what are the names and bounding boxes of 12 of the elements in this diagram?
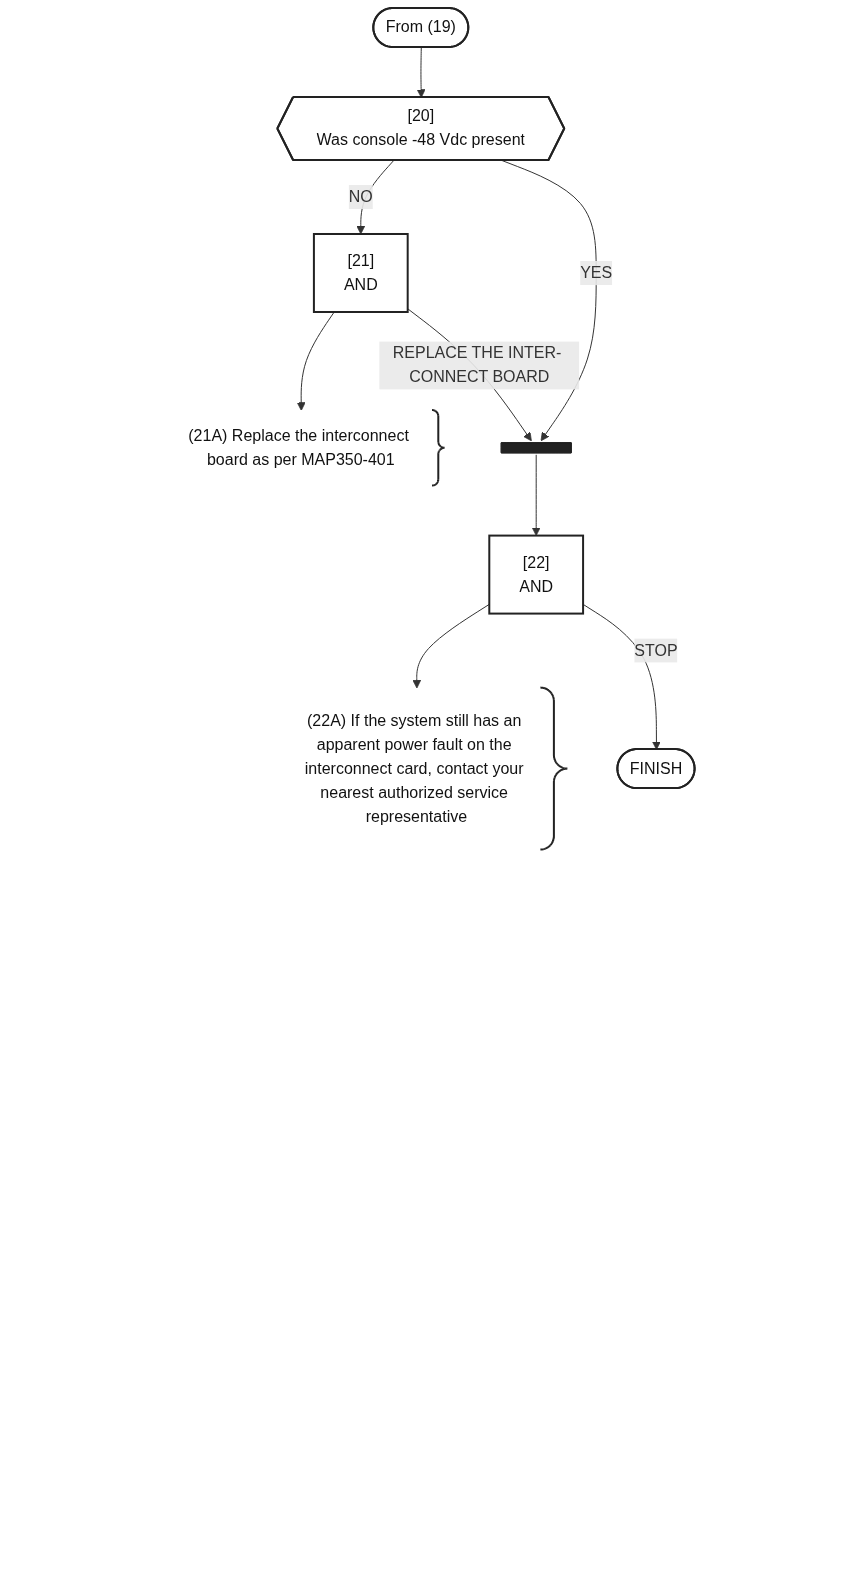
node-text: (22A) If the system still has an apparent power fault on the interconnect card, contact your nearest authorized service representative [304, 711, 524, 825]
arrow [412, 603, 490, 689]
edge-label: STOP [634, 641, 678, 659]
edge-label: NO [349, 188, 373, 205]
node-box: [21] AND [313, 233, 409, 313]
edge-label: YES [580, 263, 613, 281]
arrow [416, 47, 426, 98]
node-text: (21A) Replace the interconnect board as per MAP350-401 [188, 426, 410, 468]
arrow [297, 311, 335, 411]
node-box: [22] AND [488, 534, 585, 615]
arrow [532, 454, 541, 536]
edge-label: REPLACE THE INTER- CONNECT BOARD [392, 344, 562, 386]
